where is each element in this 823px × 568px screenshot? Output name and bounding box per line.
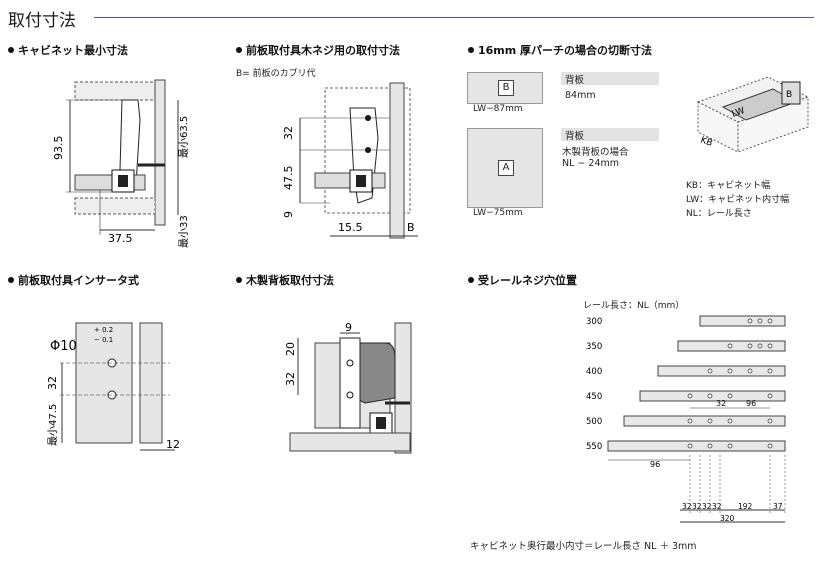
panel-b-width: LW−87mm bbox=[473, 104, 523, 114]
rail-length-500: 500 bbox=[586, 417, 602, 427]
legend-kb: KB：キャビネット幅 bbox=[686, 181, 771, 191]
insert-diagram: Φ10 + 0.2 − 0.1 32 最小47.5 12 bbox=[46, 322, 180, 451]
bottom-dim-e: 192 bbox=[738, 502, 753, 511]
panel-b-label-bar bbox=[561, 72, 659, 85]
dim-9: 9 bbox=[282, 211, 295, 218]
front-wood-diagram: 32 47.5 9 15.5 B bbox=[282, 82, 418, 239]
inner-dim-32: 32 bbox=[716, 399, 726, 408]
dim-min-47-5: 最小47.5 bbox=[47, 404, 59, 446]
panel-b-label: 背板 bbox=[565, 75, 585, 86]
bottom-dim-total: 320 bbox=[720, 514, 735, 523]
panel-b-letter: B bbox=[498, 80, 514, 96]
dim-47-5: 47.5 bbox=[282, 166, 295, 191]
bottom-dim-f: 37 bbox=[773, 502, 783, 511]
dim-12: 12 bbox=[166, 438, 180, 451]
bottom-dim-b: 32 bbox=[692, 502, 702, 511]
panel-a-label: 背板 bbox=[565, 131, 585, 142]
rail-length-450: 450 bbox=[586, 392, 602, 402]
legend-nl: NL：レール長さ bbox=[686, 209, 752, 219]
dim-20: 20 bbox=[284, 342, 297, 356]
bullet-icon bbox=[8, 277, 14, 283]
iso-kb-label: KB bbox=[699, 135, 714, 149]
bottom-dim-a: 32 bbox=[682, 502, 692, 511]
panel-b-value: 84mm bbox=[565, 90, 596, 101]
dim-top-min: 最小63.5 bbox=[178, 116, 190, 158]
legend-lw: LW：キャビネット内寸幅 bbox=[686, 195, 790, 205]
bullet-icon bbox=[468, 47, 474, 53]
dim-9: 9 bbox=[345, 321, 352, 334]
rail-holes-diagram: 300 350 400 450 500 550 32 96 96 32 3 bbox=[586, 315, 786, 523]
rail-300: 300 bbox=[586, 315, 786, 327]
bullet-icon bbox=[236, 277, 242, 283]
iso-lw-label: LW bbox=[731, 106, 747, 120]
dim-b: B bbox=[407, 221, 415, 234]
section-insert-heading: 前板取付具インサータ式 bbox=[8, 272, 139, 288]
dim-15-5: 15.5 bbox=[338, 221, 363, 234]
dim-depth: 37.5 bbox=[108, 232, 133, 245]
dim-32: 32 bbox=[284, 372, 297, 386]
rail-500: 500 bbox=[586, 415, 786, 427]
section-wood-back-heading: 木製背板取付寸法 bbox=[236, 272, 334, 288]
panel-a-label-bar bbox=[561, 128, 659, 141]
wood-back-diagram: 9 20 32 bbox=[284, 321, 412, 454]
drawer-iso-diagram: B LW KB bbox=[696, 76, 810, 153]
section-front-wood-heading: 前板取付具木ネジ用の取付寸法 bbox=[236, 42, 400, 58]
page-title: 取付寸法 bbox=[8, 11, 76, 31]
phi-tol-minus: − 0.1 bbox=[94, 336, 113, 344]
rail-length-300: 300 bbox=[586, 317, 602, 327]
iso-b-label: B bbox=[786, 90, 792, 100]
rail-length-550: 550 bbox=[586, 442, 602, 452]
panel-a-line2: NL − 24mm bbox=[562, 158, 619, 169]
rail-length-350: 350 bbox=[586, 342, 602, 352]
panel-a-line1: 木製背板の場合 bbox=[562, 147, 629, 158]
bottom-dim-c: 32 bbox=[702, 502, 712, 511]
cabinet-min-diagram: 93.5 最小63.5 最小33 37.5 bbox=[52, 79, 190, 248]
panel-a-letter: A bbox=[498, 160, 514, 176]
bullet-icon bbox=[8, 47, 14, 53]
rail-axis-label: レール長さ：NL（mm） bbox=[583, 301, 685, 311]
inner-dim-96: 96 bbox=[746, 399, 756, 408]
rail-450: 450 bbox=[586, 390, 786, 402]
dim-32: 32 bbox=[282, 126, 295, 140]
dim-32: 32 bbox=[46, 376, 59, 390]
panel-a-width: LW−75mm bbox=[473, 208, 523, 218]
rail-400: 400 bbox=[586, 365, 786, 377]
left-dim-96: 96 bbox=[650, 460, 660, 469]
panel-b: B bbox=[467, 72, 543, 104]
panel-a: A bbox=[467, 128, 543, 208]
section-rail-holes-heading: 受レールネジ穴位置 bbox=[468, 272, 577, 288]
bullet-icon bbox=[468, 277, 474, 283]
front-wood-note: B= 前板のカブリ代 bbox=[236, 69, 316, 79]
bottom-dim-d: 32 bbox=[712, 502, 722, 511]
title-divider bbox=[94, 17, 814, 18]
bullet-icon bbox=[236, 47, 242, 53]
section-cut-heading: 16mm 厚パーチの場合の切断寸法 bbox=[468, 42, 652, 58]
phi-label: Φ10 bbox=[50, 339, 77, 354]
rail-length-400: 400 bbox=[586, 367, 602, 377]
rail-footnote: キャビネット奥行最小内寸＝レール長さ NL ＋ 3mm bbox=[470, 541, 697, 552]
rail-550: 550 bbox=[586, 440, 786, 452]
rail-350: 350 bbox=[586, 340, 786, 352]
dim-height: 93.5 bbox=[52, 136, 65, 161]
phi-tol-plus: + 0.2 bbox=[94, 326, 113, 334]
dim-bottom-min: 最小33 bbox=[178, 215, 190, 248]
section-cabinet-min-heading: キャビネット最小寸法 bbox=[8, 42, 128, 58]
